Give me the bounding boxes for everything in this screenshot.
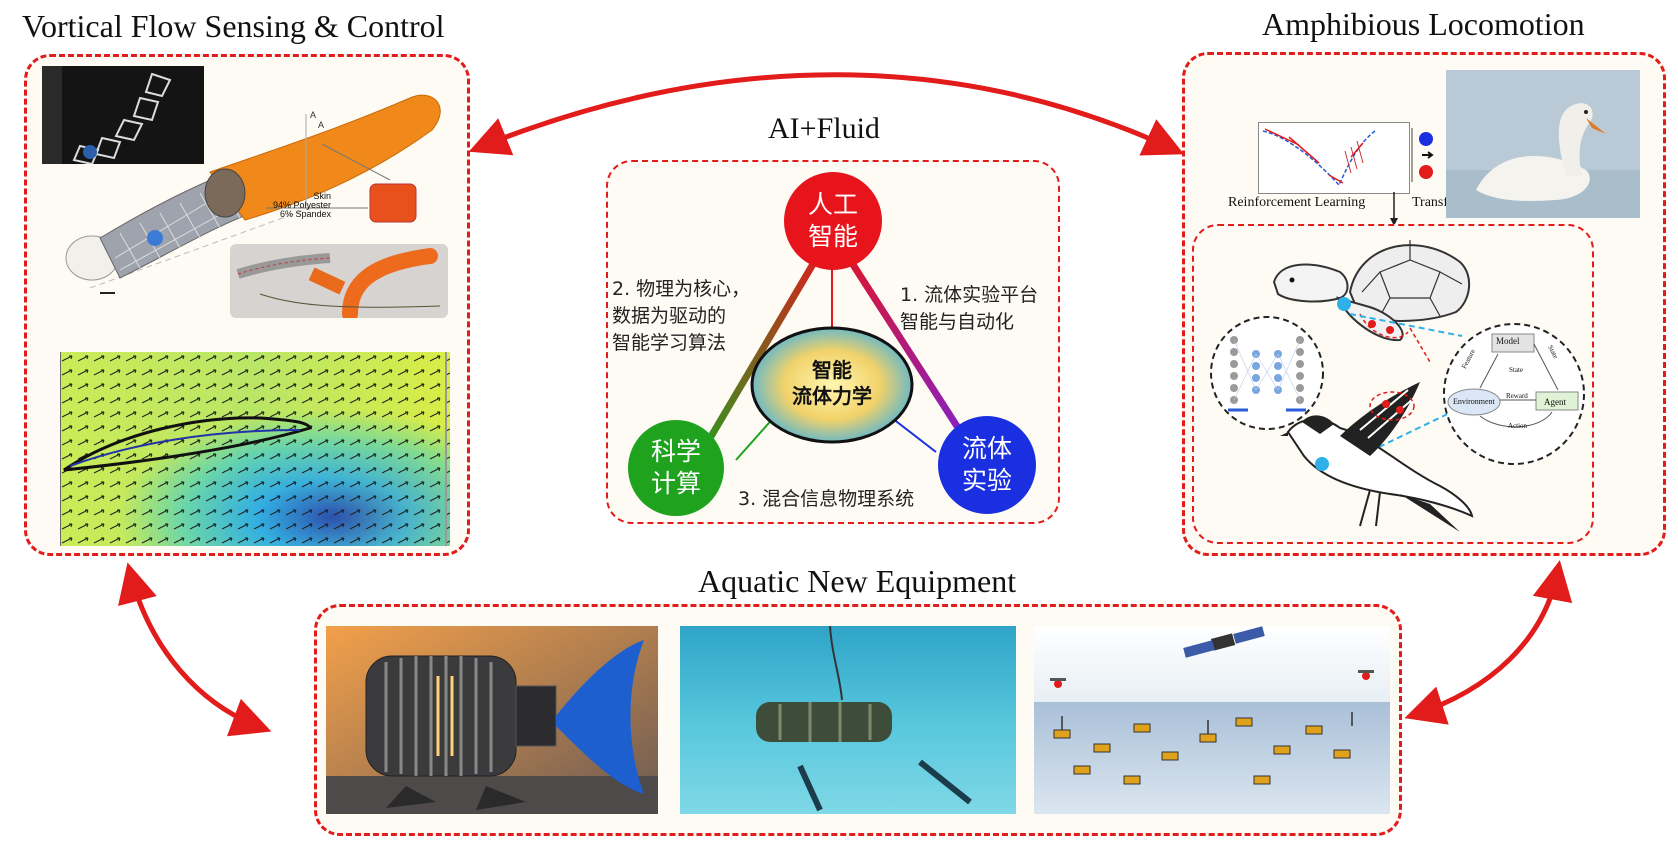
rl-agent-icons — [1408, 124, 1442, 186]
rl-trajectory-plot — [1258, 122, 1410, 194]
note-experiment-automation: 1. 流体实验平台 智能与自动化 — [900, 284, 1039, 333]
label-transfer: Transf — [1412, 195, 1449, 210]
title-vortical-flow: Vortical Flow Sensing & Control — [22, 8, 445, 44]
transfer-arrow — [1390, 192, 1398, 226]
label-reinforcement-learning: Reinforcement Learning — [1228, 195, 1366, 210]
skin-label: Skin — [313, 191, 331, 201]
arrow-right — [1404, 560, 1573, 725]
robot-photo — [42, 66, 204, 164]
rl-state-label: State — [1509, 366, 1523, 374]
rl-loop-diagram — [1443, 323, 1585, 465]
transfer-links — [1349, 313, 1463, 460]
rl-reward-label: Reward — [1506, 392, 1528, 400]
title-amphibious-locomotion: Amphibious Locomotion — [1262, 6, 1585, 42]
rl-environment-label: Environment — [1453, 397, 1495, 406]
ocean-sensor-network-render — [1034, 626, 1390, 814]
ai-fluid-triangle — [686, 230, 983, 476]
marker-a2: A — [318, 120, 324, 130]
skin-material-spandex: 6% Spandex — [279, 209, 331, 219]
swan-photo — [1446, 70, 1640, 218]
ellipse-intelligent-fluid-mechanics: 智能 流体力学 — [792, 358, 872, 408]
arrow-top — [468, 72, 1185, 156]
rl-agent-label: Agent — [1544, 397, 1566, 407]
arrow-left — [118, 562, 272, 737]
title-ai-fluid: AI+Fluid — [768, 112, 880, 145]
underwater-robot-photo — [680, 626, 1016, 814]
note-hybrid-cyber-physical: 3. 混合信息物理系统 — [738, 488, 915, 510]
circle-artificial-intelligence: 人工 智能 — [784, 172, 882, 270]
turtle-illustration — [1272, 240, 1471, 363]
robot-prototypes-photo — [230, 244, 448, 318]
skin-material-polyester: 94% Polyester — [272, 200, 331, 210]
circle-scientific-computing: 科学 计算 — [628, 420, 724, 516]
wagtail-bird-illustration — [1280, 382, 1474, 532]
title-aquatic-equipment: Aquatic New Equipment — [698, 563, 1017, 599]
neural-network-diagram — [1210, 316, 1324, 430]
vortex-flow-field — [60, 352, 450, 546]
rl-model-label: Model — [1496, 336, 1520, 346]
circle-fluid-experiment: 流体 实验 — [938, 416, 1036, 514]
fish-robot-photo — [326, 626, 658, 814]
marker-a1: A — [310, 110, 316, 120]
rl-action-label: Action — [1508, 422, 1528, 430]
snake-robot-diagram: A A — [60, 88, 460, 318]
note-physics-data-algorithm: 2. 物理为核心， 数据为驱动的 智能学习算法 — [612, 278, 751, 354]
